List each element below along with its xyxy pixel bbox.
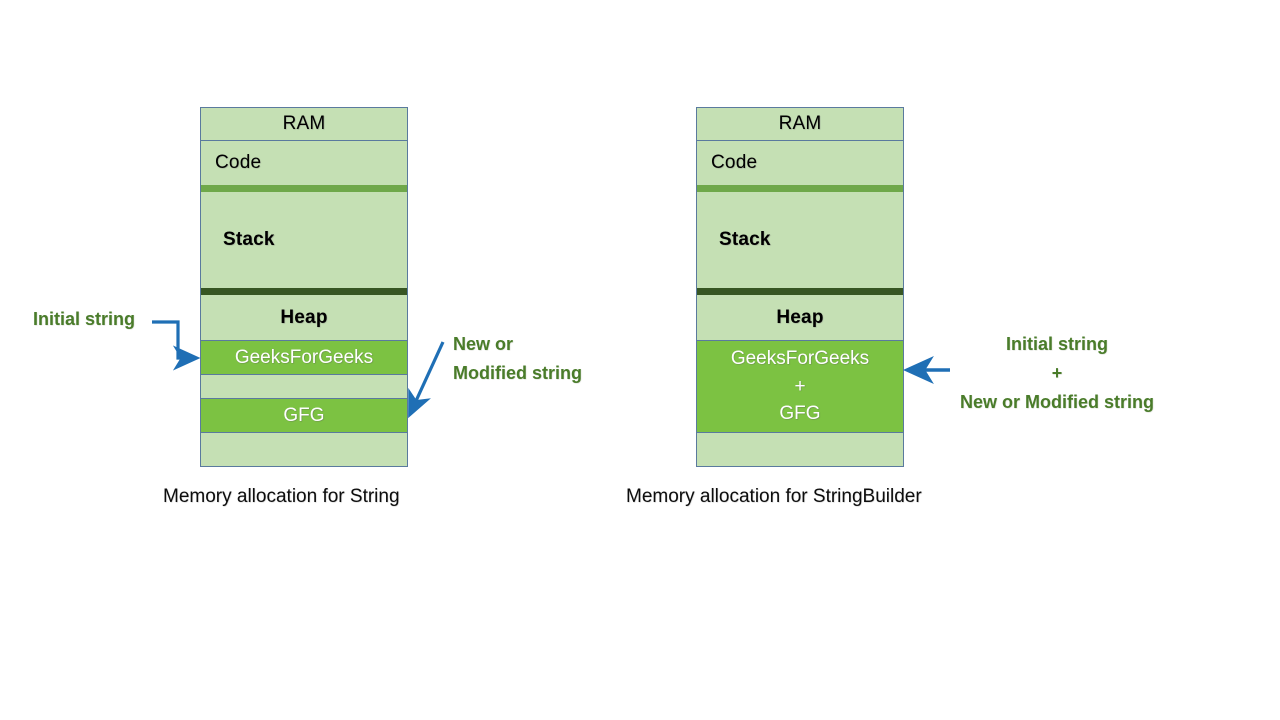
caption-stringbuilder: Memory allocation for StringBuilder [626,486,922,507]
allocation-combined-line-1: GeeksForGeeks [730,348,870,370]
callout-initial-plus-new: Initial string + New or Modified string [960,330,1154,417]
segment-ram: RAM [697,108,903,141]
segment-ram-label: RAM [778,113,822,135]
callout-right-plus: + [1051,363,1063,384]
segment-stack-label: Stack [719,229,771,251]
segment-stack: Stack [201,192,407,288]
heap-free-space [697,433,903,466]
segment-ram: RAM [201,108,407,141]
heap-spacer-row [201,375,407,399]
segment-code-label: Code [711,152,758,174]
callout-initial-string: Initial string [33,309,136,329]
divider-code-stack [201,185,407,192]
segment-ram-label: RAM [282,113,326,135]
allocation-block-combined: GeeksForGeeks + GFG [697,341,903,433]
arrow-initial-string-elbow [152,320,201,371]
caption-string: Memory allocation for String [163,486,400,507]
segment-heap: Heap [697,295,903,341]
divider-code-stack [697,185,903,192]
callout-right-line-3: New or Modified string [960,392,1155,413]
arrow-new-modified-diagonal [408,341,445,419]
allocation-combined-plus: + [794,375,806,397]
callout-new-line-1: New or [453,334,514,354]
stringbuilder-memory-panel: RAM Code Stack Heap GeeksForGeeks + GFG [696,107,904,467]
segment-heap: Heap [201,295,407,341]
segment-heap-label: Heap [280,306,328,328]
allocation-initial-label: GeeksForGeeks [234,346,374,368]
allocation-block-initial: GeeksForGeeks [201,341,407,375]
segment-heap-label: Heap [776,306,824,328]
string-memory-panel: RAM Code Stack Heap GeeksForGeeks GFG [200,107,408,467]
divider-stack-heap [201,288,407,295]
heap-free-space [201,433,407,466]
allocation-combined-line-3: GFG [779,403,821,425]
callout-new-or-modified-string: New or Modified string [453,330,582,388]
callout-new-line-2: Modified string [453,363,582,384]
segment-code-label: Code [215,152,262,174]
segment-code: Code [697,141,903,185]
segment-code: Code [201,141,407,185]
divider-stack-heap [697,288,903,295]
callout-right-line-1: Initial string [1006,334,1109,354]
segment-stack-label: Stack [223,229,275,251]
allocation-block-modified: GFG [201,399,407,433]
segment-stack: Stack [697,192,903,288]
allocation-modified-label: GFG [283,404,325,426]
